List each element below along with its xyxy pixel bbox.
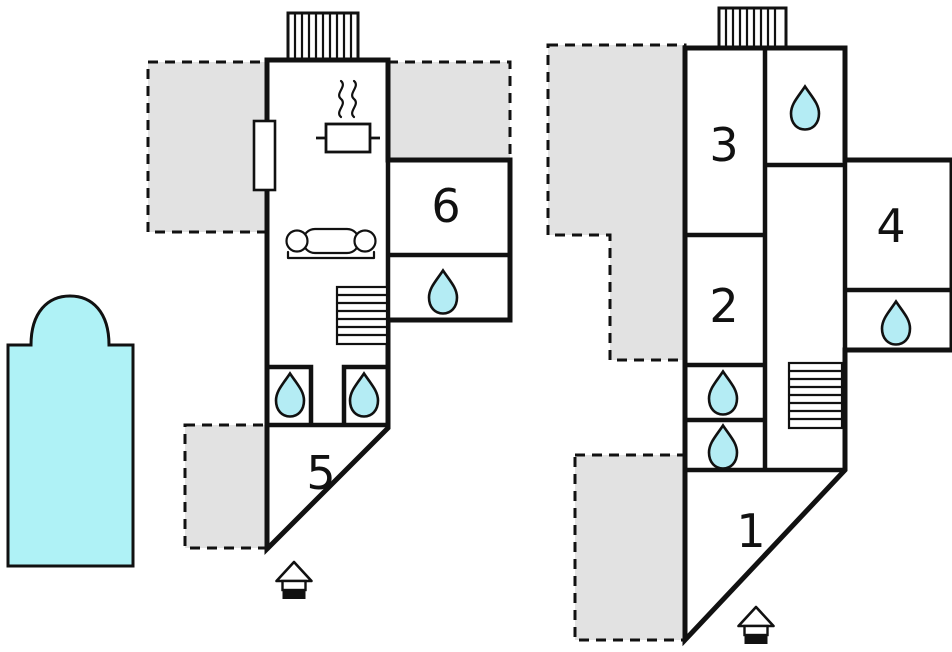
room-label-3: 3 [709, 118, 738, 172]
steam-icon [338, 79, 357, 119]
entrance-arrow-icon [737, 605, 775, 646]
chimney-icon [286, 11, 360, 62]
room-label-6: 6 [431, 179, 460, 233]
terrace-lower [573, 453, 687, 642]
terrace-upper-left [146, 60, 269, 234]
building-outline [682, 45, 952, 647]
chimney-stripes [724, 6, 777, 50]
terrace-upper-right [386, 60, 512, 162]
terrace-lower [183, 423, 269, 550]
room-label-5: 5 [306, 446, 335, 500]
right-plan: 3 2 4 1 [546, 6, 952, 647]
stair-treads [787, 369, 844, 421]
sofa-icon [285, 227, 377, 260]
chimney-stripes [293, 11, 353, 62]
chimney-icon [717, 6, 788, 50]
entrance-arrow-icon [275, 560, 313, 601]
terrace-upper [546, 43, 687, 362]
room-label-4: 4 [876, 199, 905, 253]
room-label-1: 1 [736, 504, 765, 558]
pool [6, 294, 135, 568]
stairs-icon [335, 285, 389, 346]
left-plan: 6 5 [146, 11, 513, 601]
stairs-icon [787, 361, 844, 430]
stove-icon [316, 79, 380, 154]
interior-walls [267, 160, 510, 428]
stair-treads [335, 293, 389, 337]
door [252, 119, 277, 192]
room-label-2: 2 [709, 279, 738, 333]
interior-walls [685, 48, 952, 473]
